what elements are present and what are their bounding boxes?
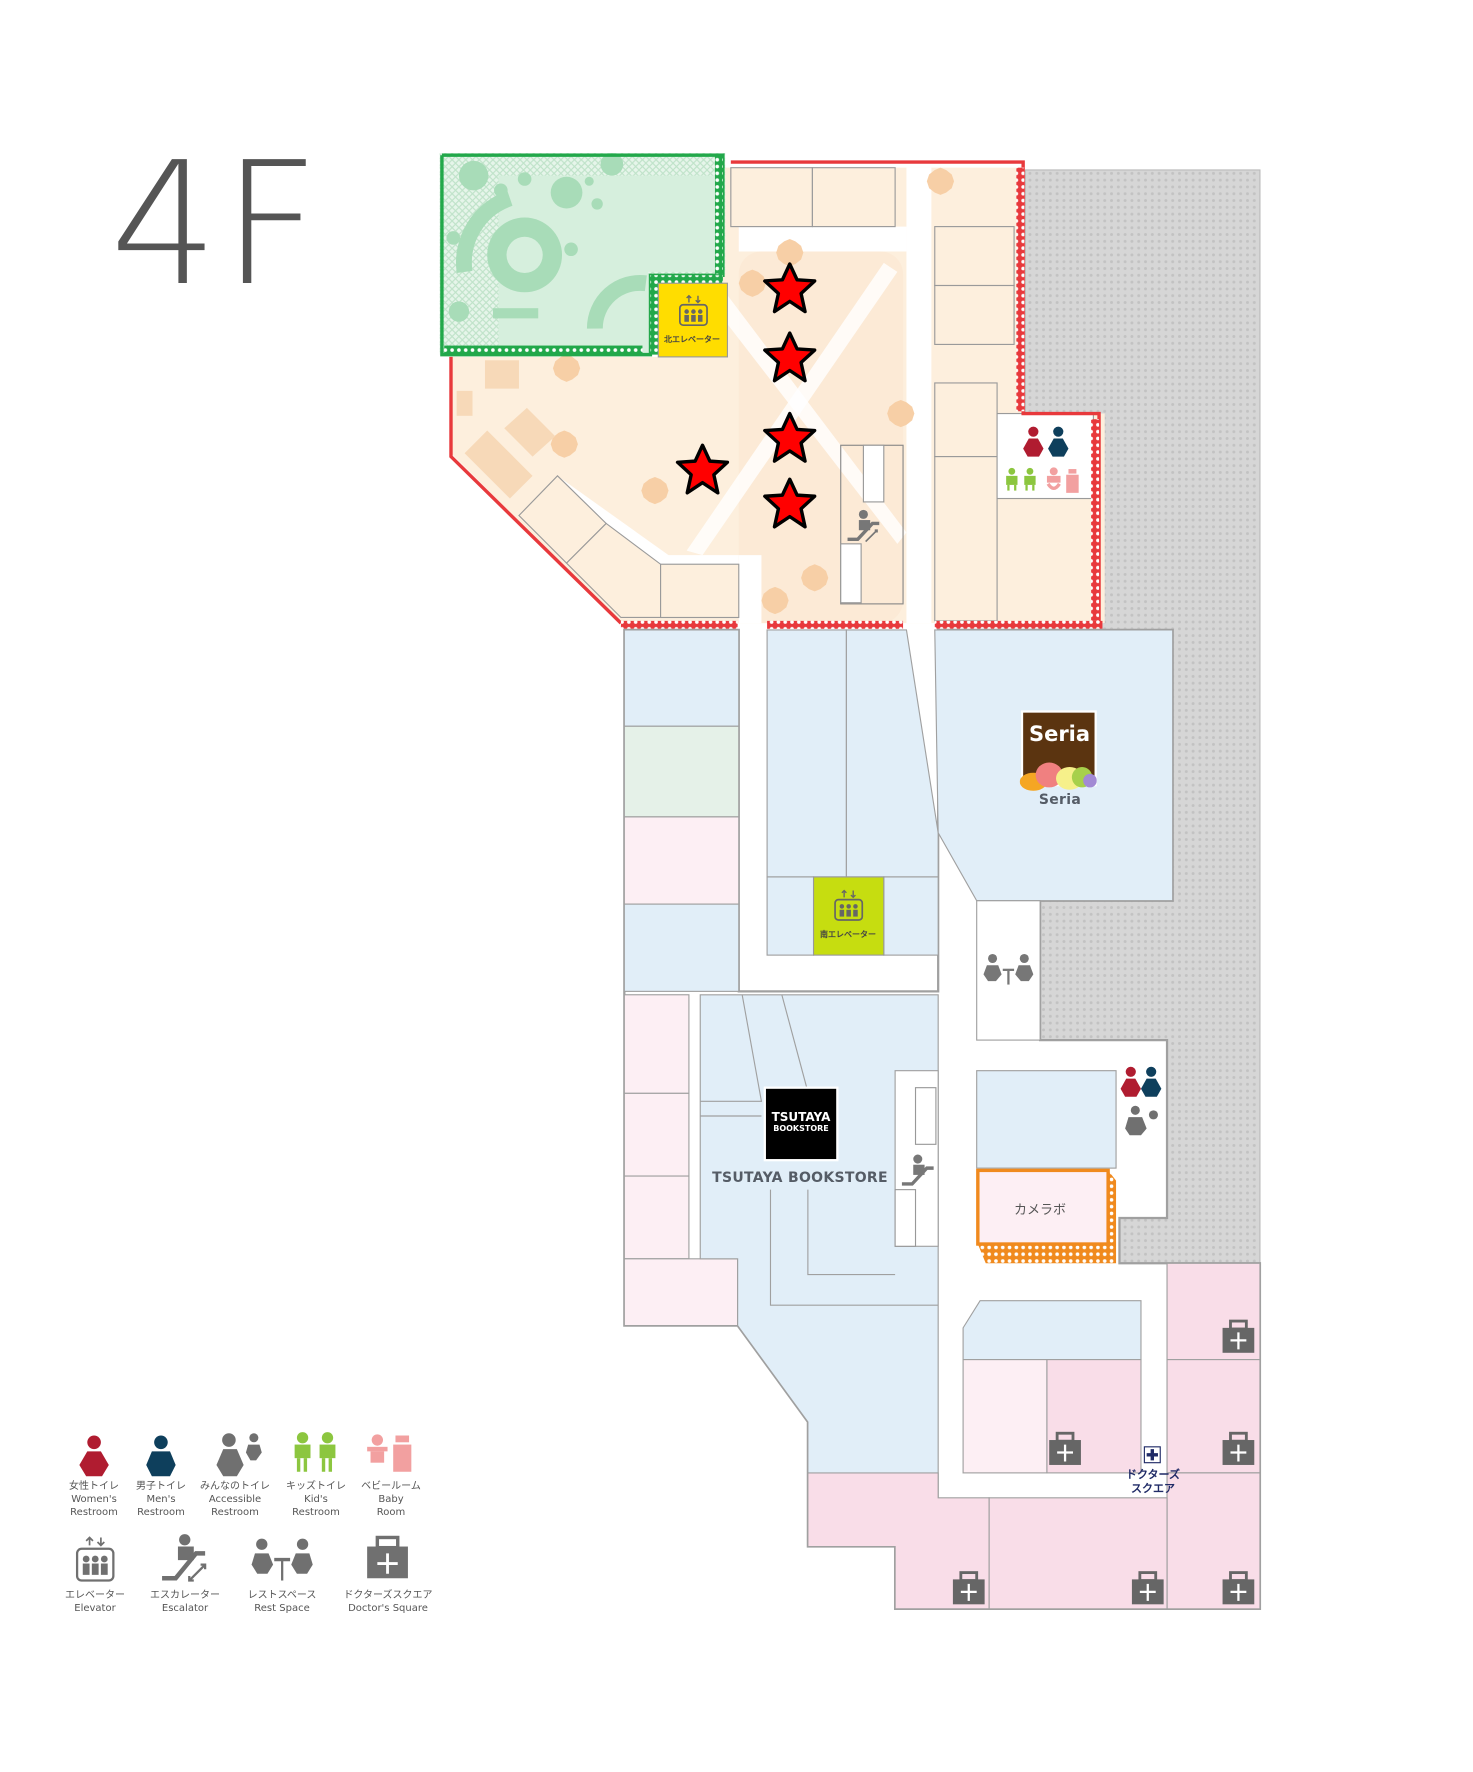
legend-label-en: Escalator bbox=[161, 1603, 209, 1614]
legend-label-ja: 女性トイレ bbox=[69, 1481, 119, 1492]
legend-label-en: Room bbox=[376, 1507, 406, 1518]
camera-lab-store bbox=[976, 1168, 1117, 1264]
tsutaya-logo-line2: BOOKSTORE bbox=[773, 1124, 829, 1133]
legend-label-en: Restroom bbox=[137, 1507, 185, 1518]
elevator-icon bbox=[679, 294, 708, 327]
seria-logo-text: Seria bbox=[1028, 722, 1091, 746]
north-elevator[interactable] bbox=[657, 282, 729, 358]
legend-label-en: Elevator bbox=[74, 1603, 116, 1614]
seria-logo[interactable]: Seria bbox=[1023, 722, 1096, 746]
seria-store-name[interactable]: Seria bbox=[1038, 792, 1082, 808]
legend-label-en: Women's bbox=[71, 1494, 117, 1505]
legend-rest-space: レストスペース Rest Space bbox=[237, 1589, 327, 1615]
camera-lab-name[interactable]: カメラボ bbox=[1013, 1203, 1066, 1218]
legend-label-en: Men's bbox=[146, 1494, 176, 1505]
legend-doctors-square: ドクターズスクエア Doctor's Square bbox=[343, 1589, 433, 1615]
legend-men-restroom: 男子トイレ Men's Restroom bbox=[116, 1480, 206, 1519]
escalator-icon bbox=[847, 509, 880, 543]
doctors-square-line2: スクエア bbox=[1131, 1482, 1175, 1495]
tsutaya-store-name[interactable]: TSUTAYA BOOKSTORE bbox=[712, 1170, 888, 1186]
doctors-square-label[interactable]: ドクターズ スクエア bbox=[1117, 1468, 1189, 1496]
doctors-square-line1: ドクターズ bbox=[1125, 1468, 1180, 1481]
legend-elevator: エレベーター Elevator bbox=[50, 1589, 140, 1615]
legend-label-en: Accessible bbox=[208, 1494, 262, 1505]
tsutaya-logo-line1: TSUTAYA bbox=[771, 1110, 831, 1124]
south-elevator-label: 南エレベーター bbox=[820, 930, 876, 939]
legend-kids-restroom: キッズトイレ Kid's Restroom bbox=[271, 1480, 361, 1519]
tsutaya-logo[interactable]: TSUTAYA BOOKSTORE bbox=[765, 1110, 837, 1134]
north-zone-outline bbox=[449, 356, 623, 625]
legend-label-en: Restroom bbox=[292, 1507, 340, 1518]
legend-label-en: Kid's bbox=[304, 1494, 328, 1505]
legend-label-en: Restroom bbox=[70, 1507, 118, 1518]
legend-accessible-restroom: みんなのトイレ Accessible Restroom bbox=[190, 1480, 280, 1519]
north-elevator-label: 北エレベーター bbox=[664, 335, 720, 344]
legend-escalator: エスカレーター Escalator bbox=[140, 1589, 230, 1615]
legend-label-en: Rest Space bbox=[254, 1603, 310, 1614]
legend-baby-room: ベビールーム Baby Room bbox=[346, 1480, 436, 1519]
legend-label-ja: ベビールーム bbox=[361, 1481, 421, 1492]
floor-label: 4F bbox=[110, 126, 324, 324]
legend-label-en: Baby bbox=[378, 1494, 404, 1505]
legend-label-ja: ドクターズスクエア bbox=[343, 1590, 433, 1601]
legend-women-restroom: 女性トイレ Women's Restroom bbox=[49, 1480, 139, 1519]
legend-label-ja: レストスペース bbox=[247, 1590, 317, 1601]
south-elevator[interactable] bbox=[812, 876, 885, 956]
legend-label-ja: キッズトイレ bbox=[286, 1481, 346, 1492]
legend-label-ja: エスカレーター bbox=[150, 1590, 220, 1601]
legend-label-en: Doctor's Square bbox=[348, 1603, 428, 1614]
legend-icons bbox=[75, 1432, 412, 1582]
legend-label-ja: みんなのトイレ bbox=[200, 1481, 270, 1492]
legend-label-ja: エレベーター bbox=[65, 1590, 125, 1601]
legend-label-en: Restroom bbox=[211, 1507, 259, 1518]
legend-label-ja: 男子トイレ bbox=[136, 1481, 186, 1492]
